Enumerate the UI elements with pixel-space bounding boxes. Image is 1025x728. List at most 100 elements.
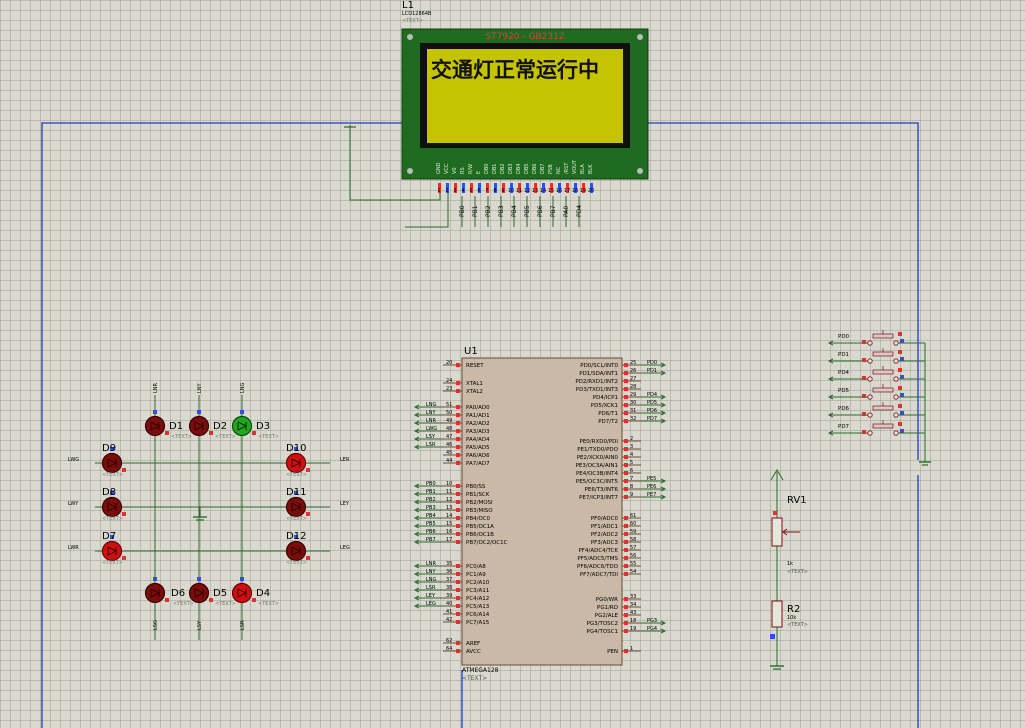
lcd-pin[interactable] bbox=[534, 183, 537, 193]
mcu-pin-right[interactable] bbox=[624, 439, 628, 443]
mcu-pin-right[interactable] bbox=[624, 516, 628, 520]
mcu-pin-left[interactable] bbox=[456, 413, 460, 417]
led-d6[interactable]: D6<TEXT> bbox=[144, 577, 194, 607]
mcu-pin-right[interactable] bbox=[624, 455, 628, 459]
mcu-pin-left[interactable] bbox=[456, 429, 460, 433]
mcu-pin-right[interactable] bbox=[624, 363, 628, 367]
mcu-pin-right[interactable] bbox=[624, 411, 628, 415]
lcd-pin[interactable] bbox=[462, 183, 465, 193]
mcu-pin-left[interactable] bbox=[456, 588, 460, 592]
lcd-pin[interactable] bbox=[438, 183, 441, 193]
mcu-pin-right[interactable] bbox=[624, 649, 628, 653]
mcu-pin-left[interactable] bbox=[456, 445, 460, 449]
mcu-pin-right[interactable] bbox=[624, 524, 628, 528]
mcu-pin-left[interactable] bbox=[456, 572, 460, 576]
led-d11[interactable]: D11<TEXT> bbox=[285, 487, 310, 522]
mcu-pin-left[interactable] bbox=[456, 641, 460, 645]
mcu-pin-left[interactable] bbox=[456, 649, 460, 653]
button-pd4[interactable]: PD4 bbox=[827, 366, 925, 382]
lcd-pin[interactable] bbox=[446, 183, 449, 193]
led-d10[interactable]: D10<TEXT> bbox=[285, 443, 310, 478]
lcd-pin[interactable] bbox=[566, 183, 569, 193]
mcu-pin-left[interactable] bbox=[456, 461, 460, 465]
lcd-pin[interactable] bbox=[494, 183, 497, 193]
led-d5[interactable]: D5<TEXT> bbox=[188, 577, 236, 607]
led-d4[interactable]: D4<TEXT> bbox=[231, 577, 279, 607]
mcu-pin-right[interactable] bbox=[624, 495, 628, 499]
led-d2[interactable]: D2<TEXT> bbox=[188, 410, 236, 440]
mcu-pin-left[interactable] bbox=[456, 500, 460, 504]
mcu-pin-right[interactable] bbox=[624, 387, 628, 391]
lcd-pin[interactable] bbox=[590, 183, 593, 193]
mcu-pin-right[interactable] bbox=[624, 556, 628, 560]
mcu-pin-right[interactable] bbox=[624, 479, 628, 483]
button-pd5[interactable]: PD5 bbox=[827, 384, 925, 400]
mcu-pin-left[interactable] bbox=[456, 437, 460, 441]
mcu-pin-right[interactable] bbox=[624, 487, 628, 491]
led-d8[interactable]: D8<TEXT> bbox=[101, 487, 126, 522]
mcu-pin-left[interactable] bbox=[456, 421, 460, 425]
mcu-pin-right[interactable] bbox=[624, 447, 628, 451]
mcu-pin-left[interactable] bbox=[456, 580, 460, 584]
lcd-pin[interactable] bbox=[550, 183, 553, 193]
mcu-pin-right[interactable] bbox=[624, 419, 628, 423]
mcu-pin-right[interactable] bbox=[624, 371, 628, 375]
mcu-pin-left[interactable] bbox=[456, 381, 460, 385]
mcu-pin-right[interactable] bbox=[624, 621, 628, 625]
mcu-pin-right[interactable] bbox=[624, 597, 628, 601]
lcd-pin[interactable] bbox=[478, 183, 481, 193]
lcd-pin[interactable] bbox=[542, 183, 545, 193]
mcu-pin-left[interactable] bbox=[456, 363, 460, 367]
mcu-pin-left[interactable] bbox=[456, 620, 460, 624]
button-pd7[interactable]: PD7 bbox=[827, 420, 925, 436]
mcu-pin-right[interactable] bbox=[624, 395, 628, 399]
lcd-pin[interactable] bbox=[558, 183, 561, 193]
mcu-pin-left[interactable] bbox=[456, 516, 460, 520]
button-pd6[interactable]: PD6 bbox=[827, 402, 925, 418]
lcd-pin[interactable] bbox=[518, 183, 521, 193]
lcd-pin[interactable] bbox=[486, 183, 489, 193]
mcu-pin-left[interactable] bbox=[456, 596, 460, 600]
mcu-pin-right[interactable] bbox=[624, 629, 628, 633]
lcd-pin[interactable] bbox=[574, 183, 577, 193]
lcd-pin[interactable] bbox=[510, 183, 513, 193]
mcu-pin-left[interactable] bbox=[456, 524, 460, 528]
led-d9[interactable]: D9<TEXT> bbox=[101, 443, 126, 478]
button-pd0[interactable]: PD0 bbox=[827, 330, 925, 346]
mcu-pin-right[interactable] bbox=[624, 532, 628, 536]
mcu-pin-right[interactable] bbox=[624, 564, 628, 568]
mcu-pin-left[interactable] bbox=[456, 492, 460, 496]
lcd-pin[interactable] bbox=[470, 183, 473, 193]
mcu-pin-left[interactable] bbox=[456, 453, 460, 457]
mcu-pin-left[interactable] bbox=[456, 405, 460, 409]
lcd-pin[interactable] bbox=[582, 183, 585, 193]
mcu-pin-left[interactable] bbox=[456, 604, 460, 608]
mcu-pin-left[interactable] bbox=[456, 484, 460, 488]
mcu-pin-left[interactable] bbox=[456, 612, 460, 616]
mcu-pin-left[interactable] bbox=[456, 540, 460, 544]
mcu-pin-right[interactable] bbox=[624, 379, 628, 383]
mcu-pin-right[interactable] bbox=[624, 613, 628, 617]
mcu-pin-right[interactable] bbox=[624, 572, 628, 576]
mcu-pin-left[interactable] bbox=[456, 508, 460, 512]
mcu-pin-left[interactable] bbox=[456, 389, 460, 393]
mcu-pin-right[interactable] bbox=[624, 548, 628, 552]
lcd-pin[interactable] bbox=[502, 183, 505, 193]
lcd-module[interactable]: L1 LCD12864B <TEXT> ST7920 - GB2312 交通灯正… bbox=[401, 0, 649, 227]
mcu-pin-right[interactable] bbox=[624, 403, 628, 407]
mcu-pin-left[interactable] bbox=[456, 532, 460, 536]
led-d12[interactable]: D12<TEXT> bbox=[285, 531, 310, 566]
button-pd1[interactable]: PD1 bbox=[827, 348, 925, 364]
mcu-pin-left[interactable] bbox=[456, 564, 460, 568]
potentiometer-rv1[interactable]: RV1 1k <TEXT> R2 10k <TEXT> bbox=[770, 469, 808, 670]
mcu-pin-right[interactable] bbox=[624, 605, 628, 609]
led-d1[interactable]: D1<TEXT> bbox=[144, 410, 192, 440]
mcu-pin-right[interactable] bbox=[624, 540, 628, 544]
mcu-pin-right[interactable] bbox=[624, 471, 628, 475]
mcu-pin-right[interactable] bbox=[624, 463, 628, 467]
lcd-pin[interactable] bbox=[454, 183, 457, 193]
led-d3[interactable]: D3<TEXT> bbox=[231, 410, 279, 440]
lcd-pin[interactable] bbox=[526, 183, 529, 193]
